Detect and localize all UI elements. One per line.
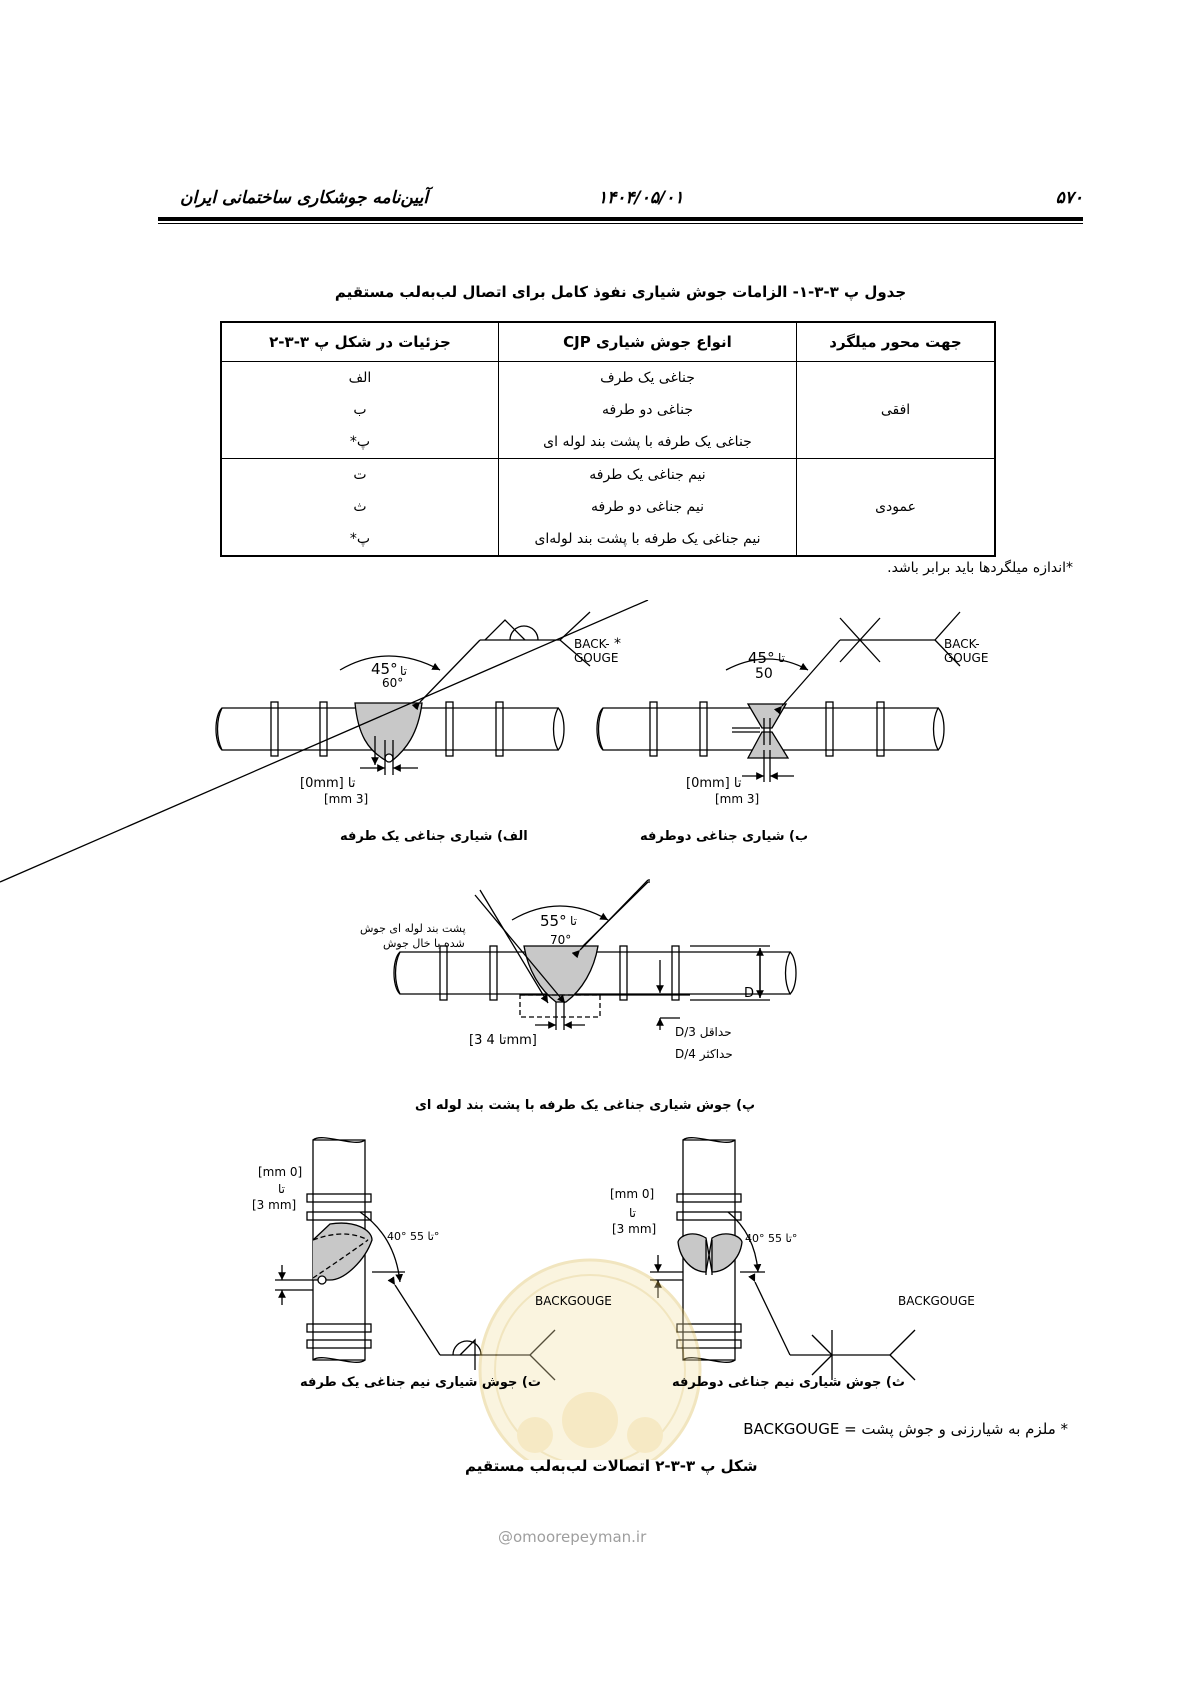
fig-th-gap-2: تا xyxy=(629,1206,636,1220)
fig-t-angle: 40° تا 55° xyxy=(387,1230,440,1243)
table-row: عمودی نیم جناغی یک طرفه ت xyxy=(220,458,996,556)
fig-p-backing-label-2: شده با خال جوش xyxy=(383,937,465,950)
fig-p-caption: پ) جوش شیاری جناغی یک طرفه با پشت بند لو… xyxy=(415,1098,756,1113)
table-row: نیم جناغی دو طرفه ث xyxy=(220,491,995,523)
fig-p-angle-bottom: 70° xyxy=(550,933,572,947)
fig-p-min-label: حداقل D/3 xyxy=(675,1025,732,1039)
fig-p-max-label: حداکثر D/4 xyxy=(675,1047,733,1061)
table-caption: جدول پ ۳-۳-۱- الزامات جوش شیاری نفوذ کام… xyxy=(334,283,907,301)
footnote: *اندازه میلگردها باید برابر باشد. xyxy=(887,560,1073,576)
fig-a-caption: الف) شیاری جناغی یک طرفه xyxy=(340,829,528,844)
fig-b-gap-top: [0mm] تا xyxy=(686,776,742,791)
fig-p-gap: [3 تا 4mm] xyxy=(469,1033,537,1048)
fig-b-gap-bottom: [mm 3] xyxy=(715,792,760,806)
header-detail: جزئیات در شکل پ ۳-۳-۲ xyxy=(220,321,499,362)
header-axis: جهت محور میلگرد xyxy=(796,321,996,362)
detail-cell: ث xyxy=(220,491,499,523)
fig-th-backgouge: BACKGOUGE xyxy=(898,1294,975,1308)
type-cell: نیم جناغی دو طرفه xyxy=(498,491,797,523)
figure-t-drawing xyxy=(275,1137,556,1381)
table-row: جناغی یک طرفه با پشت بند لوله ای پ* xyxy=(220,426,995,459)
fig-t-backgouge: BACKGOUGE xyxy=(535,1294,612,1308)
figure-p-leader xyxy=(582,881,650,947)
header-book-title: آیین‌نامه جوشکاری ساختمانی ایران xyxy=(180,188,429,208)
type-cell: نیم جناغی یک طرفه xyxy=(498,458,797,491)
axis-cell: افقی xyxy=(796,361,996,459)
figure-th-drawing xyxy=(650,1137,916,1381)
fig-t-gap-2: تا xyxy=(278,1182,285,1196)
page-number: ۵۷۰ xyxy=(1055,188,1083,208)
figure-b-drawing xyxy=(596,611,961,782)
fig-t-gap-1: [mm 0] xyxy=(258,1165,303,1179)
fig-b-caption: ب) شیاری جناغی دوطرفه xyxy=(640,829,809,844)
requirements-table: جهت محور میلگرد انواع جوش شیاری CJP جزئی… xyxy=(220,321,996,557)
fig-p-angle-top: 55° xyxy=(540,912,567,930)
legend-note: * ملزم به شیارزنی و جوش پشت = BACKGOUGE xyxy=(743,1420,1068,1438)
fig-a-angle-top: 45° xyxy=(371,660,398,678)
header-date: ۱۴۰۴/۰۵/۰۱ xyxy=(598,188,684,208)
fig-a-angle-to: تا xyxy=(400,664,407,678)
type-cell: جناغی یک طرفه با پشت بند لوله ای xyxy=(498,426,797,459)
type-cell: جناغی یک طرف xyxy=(498,361,797,394)
table-row: افقی جناغی یک طرف الف xyxy=(220,361,996,459)
header-rule xyxy=(158,217,1083,221)
detail-cell: پ* xyxy=(220,426,499,459)
fig-th-gap-3: [3 mm] xyxy=(612,1222,657,1236)
fig-p-backing-label-1: پشت بند لوله ای جوش xyxy=(360,922,466,935)
table-header-row: جهت محور میلگرد انواع جوش شیاری CJP جزئی… xyxy=(220,321,996,362)
detail-cell: الف xyxy=(220,361,499,394)
watermark-logo xyxy=(478,1258,702,1460)
fig-a-gap-top: [0mm] تا xyxy=(300,776,356,791)
detail-cell: ت xyxy=(220,458,499,491)
table-row: نیم جناغی یک طرفه با پشت بند لوله‌ای پ* xyxy=(220,523,995,556)
fig-t-caption: ت) جوش شیاری نیم جناغی یک طرفه xyxy=(300,1375,541,1390)
detail-cell: پ* xyxy=(220,523,499,556)
fig-a-gap-bottom: [mm 3] xyxy=(324,792,369,806)
figure-a-drawing xyxy=(215,611,591,775)
figure-caption: شکل پ ۳-۳-۲ اتصالات لب‌به‌لب مستقیم xyxy=(465,1457,758,1475)
fig-th-gap-1: [mm 0] xyxy=(610,1187,655,1201)
fig-b-angle-top: 45° xyxy=(748,649,775,667)
table-row: جناغی دو طرفه ب xyxy=(220,394,995,426)
fig-t-gap-3: [3 mm] xyxy=(252,1198,297,1212)
fig-p-angle-to: تا xyxy=(570,914,577,928)
fig-th-caption: ث) جوش شیاری نیم جناغی دوطرفه xyxy=(672,1375,905,1390)
type-cell: جناغی دو طرفه xyxy=(498,394,797,426)
fig-a-backgouge: BACK- GOUGE xyxy=(574,637,619,665)
fig-b-backgouge: BACK- GOUGE xyxy=(944,637,989,665)
fig-b-angle-bottom: 50 xyxy=(755,666,773,682)
fig-th-angle: 40° تا 55° xyxy=(745,1232,798,1245)
detail-cell: ب xyxy=(220,394,499,426)
fig-b-angle-to: تا xyxy=(778,651,785,665)
watermark-text: @omoorepeyman.ir xyxy=(498,1528,647,1546)
header-type: انواع جوش شیاری CJP xyxy=(498,321,797,362)
fig-p-d-label: D xyxy=(744,986,755,1001)
fig-a-angle-bottom: 60° xyxy=(382,676,404,690)
figure-p-drawing xyxy=(393,879,797,1030)
figure-p-symbol xyxy=(0,600,649,883)
header-rule-thin xyxy=(158,223,1083,224)
fig-a-backgouge-star: * xyxy=(614,636,621,652)
type-cell: نیم جناغی یک طرفه با پشت بند لوله‌ای xyxy=(498,523,797,556)
weld-figures-drawing xyxy=(0,600,961,1460)
axis-cell: عمودی xyxy=(796,458,996,556)
